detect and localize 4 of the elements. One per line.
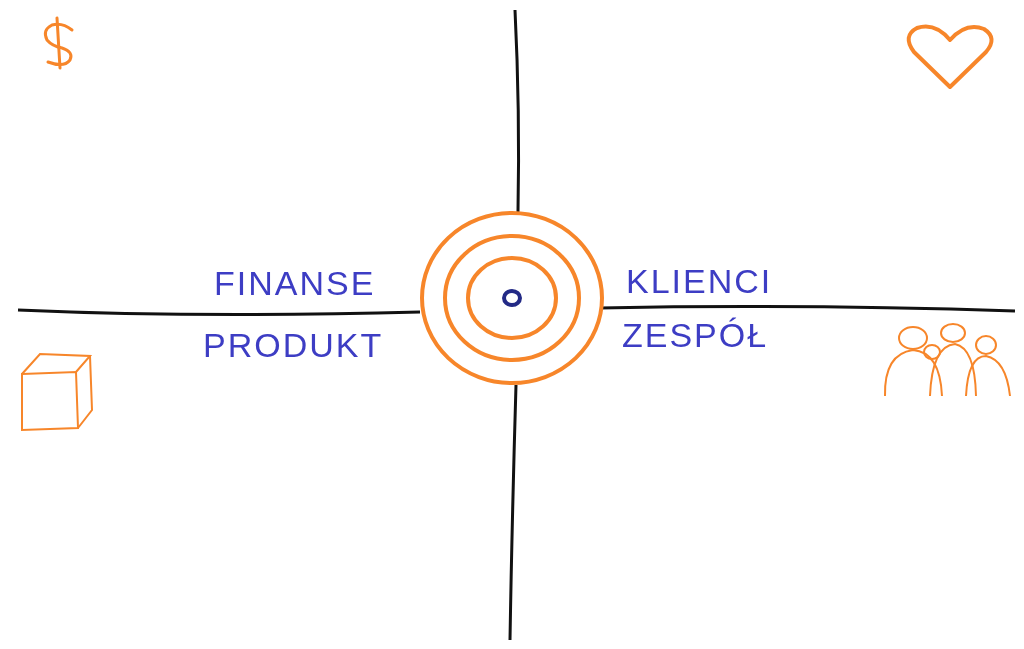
quadrant-label: PRODUKT	[203, 328, 384, 362]
quadrant-label: FINANSE	[214, 266, 376, 300]
quadrant-label: KLIENCI	[626, 264, 773, 298]
quadrant-label: ZESPÓŁ	[622, 318, 769, 352]
